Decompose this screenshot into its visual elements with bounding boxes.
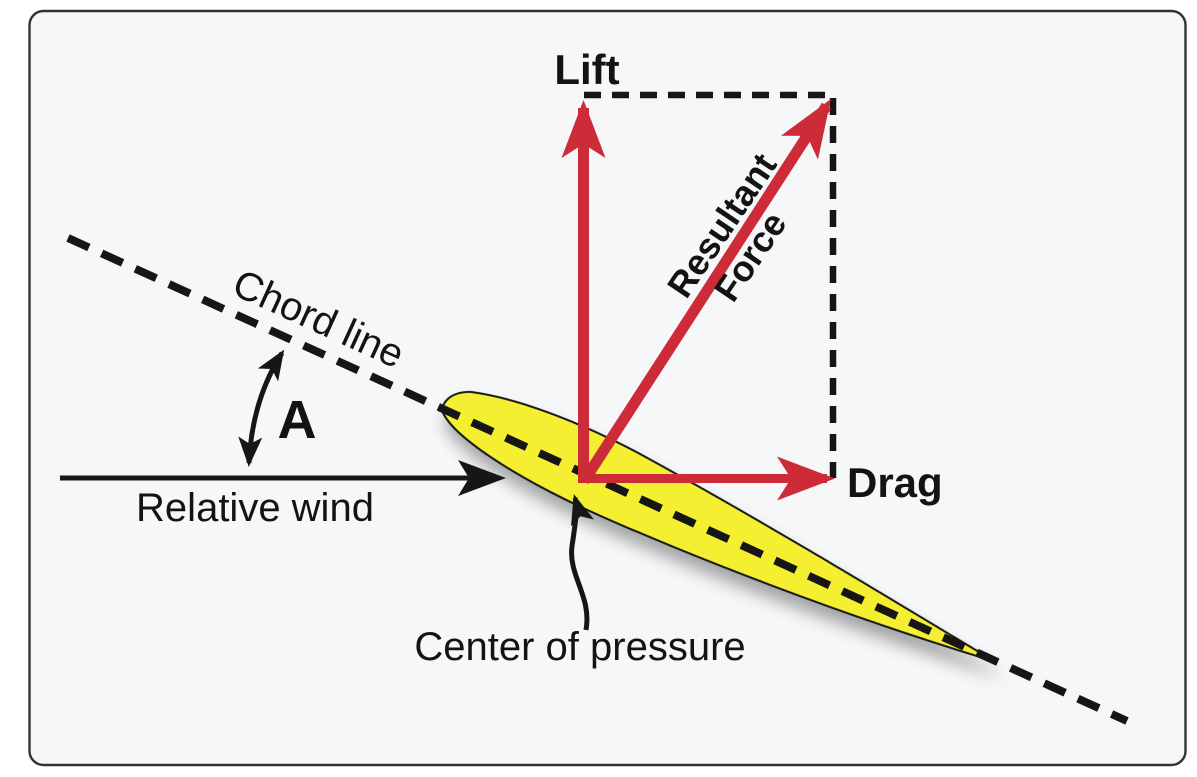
drag-label: Drag [847,459,943,506]
diagram-frame [28,9,1187,767]
lift-label: Lift [554,46,619,93]
relative-wind-label: Relative wind [136,486,374,530]
resultant-force-vector-arrow [579,98,832,484]
center-of-pressure-pointer-arrow [569,494,594,631]
center-of-pressure-label: Center of pressure [414,625,745,669]
angle-of-attack-label: A [278,390,317,450]
angle-of-attack-arc-arrow [238,349,285,467]
chord-line [66,234,1129,725]
